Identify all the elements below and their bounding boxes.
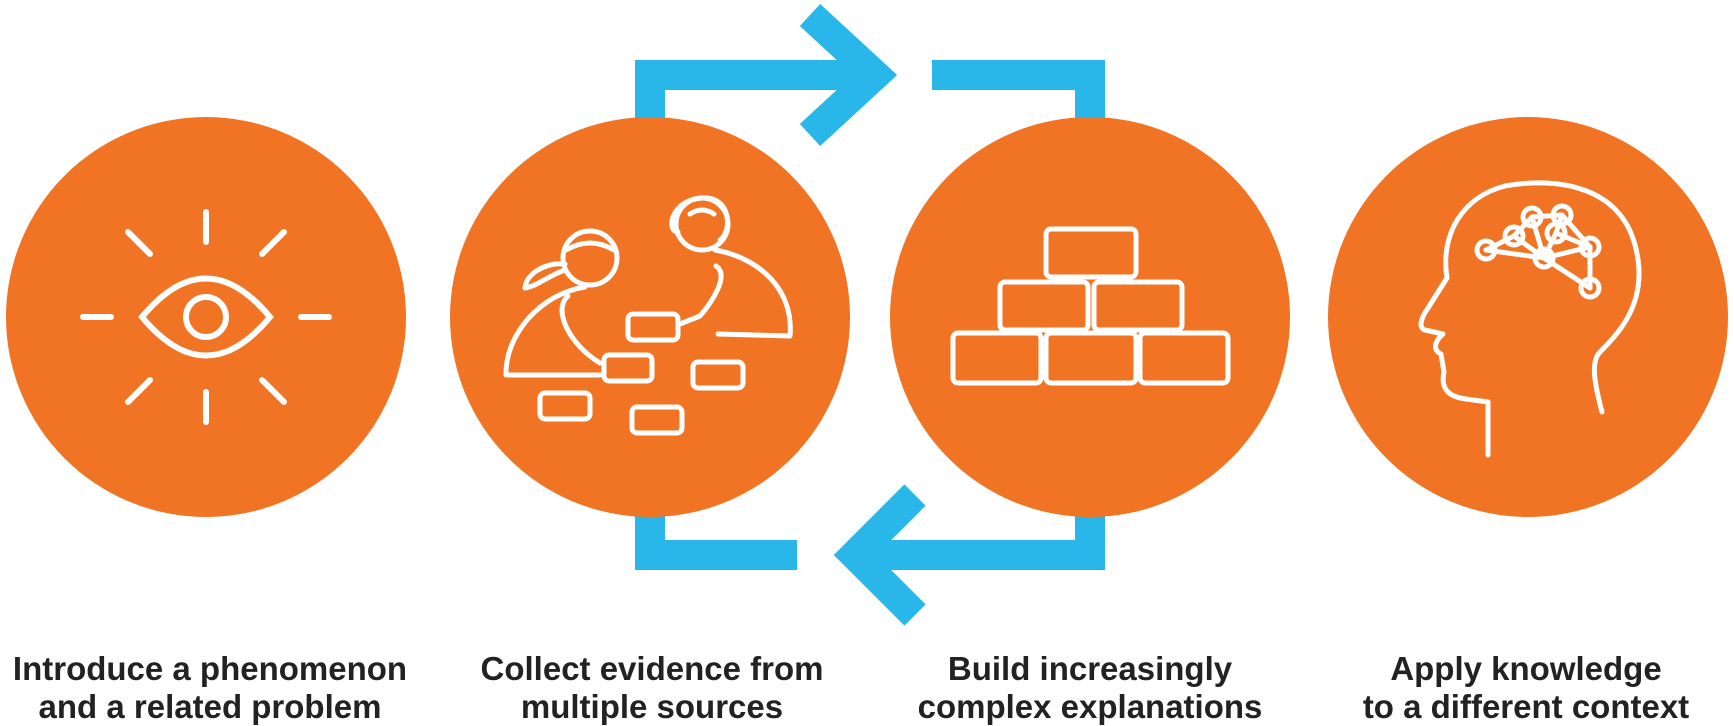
step-caption-1-line-2: and a related problem	[38, 688, 382, 725]
step-caption-2-line-2: multiple sources	[520, 688, 784, 725]
step-caption-2: Collect evidence from multiple sources	[442, 650, 862, 726]
step-caption-1-line-1: Introduce a phenomenon	[12, 650, 408, 687]
step-circle-3	[890, 117, 1290, 517]
step-caption-1: Introduce a phenomenon and a related pro…	[0, 650, 420, 726]
cycle-arrow-backward	[635, 484, 1105, 626]
step-caption-4-line-1: Apply knowledge	[1390, 650, 1662, 687]
brick-pyramid-icon	[950, 226, 1231, 386]
step-caption-3-line-1: Build increasingly	[947, 650, 1233, 687]
step-circle-2	[450, 117, 850, 517]
step-caption-3: Build increasingly complex explanations	[880, 650, 1300, 726]
collaborating-people-icon	[503, 195, 793, 436]
cycle-arrow-forward	[635, 3, 1105, 147]
step-caption-3-line-2: complex explanations	[917, 688, 1263, 725]
step-caption-4: Apply knowledge to a different context	[1316, 650, 1734, 726]
eye-icon	[80, 209, 332, 425]
head-brain-network-icon	[1418, 180, 1642, 458]
step-circle-1	[6, 117, 406, 517]
step-circle-4	[1328, 117, 1728, 517]
step-caption-2-line-1: Collect evidence from	[480, 650, 824, 687]
step-caption-4-line-2: to a different context	[1362, 688, 1690, 725]
